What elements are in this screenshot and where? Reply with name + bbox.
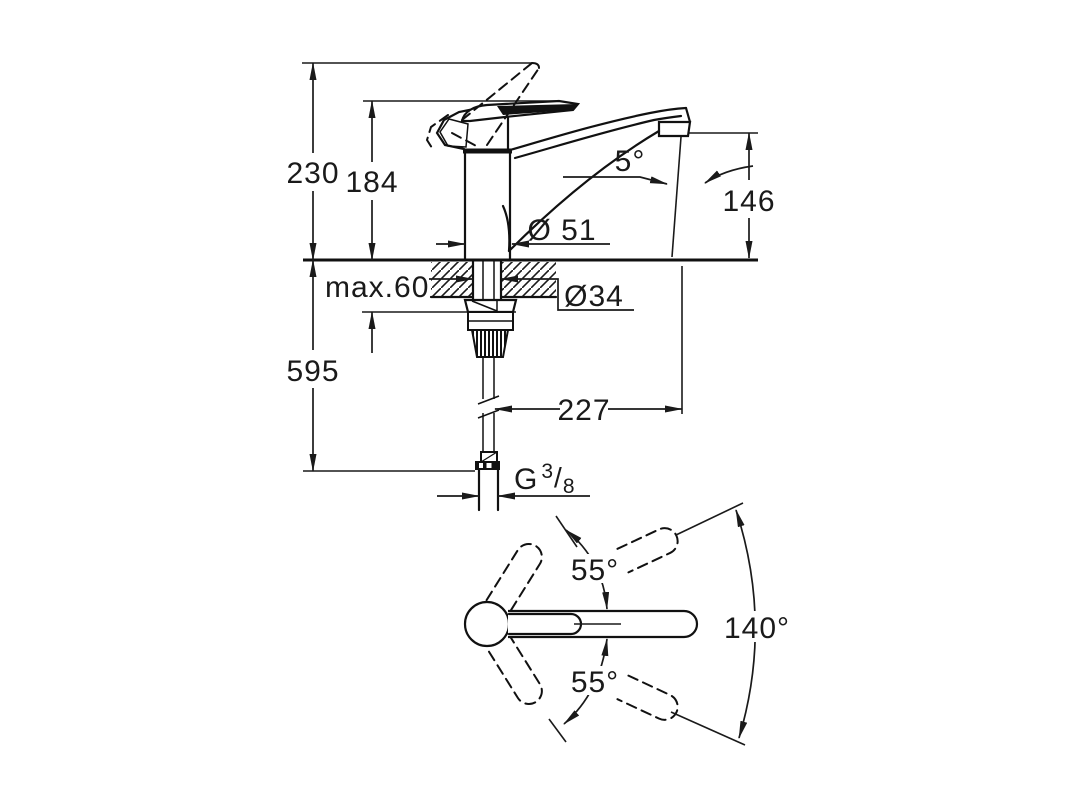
dim-line-d34-leader <box>500 275 634 311</box>
lever-raised-dashed-tip <box>531 62 540 69</box>
thread-prefix: G <box>514 463 538 496</box>
thread-numerator: 3 <box>541 460 554 483</box>
spout-underside-curve <box>507 129 661 253</box>
label-swivel-total: 140° <box>724 612 790 645</box>
arc-140-top-leader <box>675 502 744 536</box>
lever-raised-dashed-upper <box>461 62 533 121</box>
label-bg-184 <box>349 162 395 200</box>
spout-position-upper-right-dashed <box>616 527 679 574</box>
label-swivel-lower: 55° <box>571 666 619 699</box>
label-stream-angle: 5° <box>615 145 646 178</box>
arc-140-bottom-leader <box>670 711 746 746</box>
lever-dome-facets <box>439 118 469 148</box>
label-hose-length: 595 <box>286 355 339 388</box>
spout-aerator <box>657 120 692 138</box>
lever-raised-dashed-lower <box>486 67 540 146</box>
label-bg-230 <box>290 153 336 191</box>
label-hole-diameter: Ø34 <box>564 280 624 313</box>
supply-hose-mid <box>482 357 495 399</box>
thread-slash: / <box>554 462 563 493</box>
spout-position-lower-right-dashed <box>616 674 679 721</box>
label-bg-55-lower <box>572 666 619 695</box>
water-stream-line <box>671 136 682 258</box>
top-view: 55° 55° 140° <box>463 502 790 746</box>
supply-hose-lower <box>482 413 495 452</box>
label-max-counter-thickness: max.60 <box>325 271 429 304</box>
label-spout-height: 146 <box>722 185 775 218</box>
spout-inner-curve <box>513 114 683 160</box>
label-bg-227 <box>560 394 608 424</box>
label-base-diameter: Ø 51 <box>527 214 596 247</box>
label-swivel-upper: 55° <box>571 554 619 587</box>
spout-base-ball <box>463 600 511 648</box>
lever-raised-dashed-inner <box>451 132 481 149</box>
arc-55-lower-stub <box>548 718 567 743</box>
thread-tube <box>477 468 500 512</box>
dim-line-5deg-left-leader <box>563 176 668 185</box>
hose-end-fitting-detail <box>480 451 498 463</box>
spout-tip-face <box>684 106 692 124</box>
arc-55-upper-stub <box>555 515 578 548</box>
spout-root-fillet <box>501 204 511 253</box>
knurled-nut <box>470 329 510 358</box>
label-body-height: 184 <box>345 166 398 199</box>
supply-hose-upper <box>482 260 495 300</box>
spout-position-upper-left-dashed <box>485 543 543 615</box>
mounting-shank <box>471 258 503 302</box>
label-bg-55-upper <box>572 554 619 583</box>
hose-break-symbol <box>477 395 500 419</box>
mounting-washer-detail <box>471 300 498 312</box>
label-bg-595 <box>290 350 336 388</box>
lever-blade-edge-fill <box>497 104 577 115</box>
thread-nut-slot-right <box>486 463 492 468</box>
label-bg-140 <box>727 611 788 642</box>
lever-raised-dashed-base <box>425 114 449 152</box>
label-overall-height: 230 <box>286 157 339 190</box>
thread-denominator: 8 <box>563 475 576 498</box>
thread-nut-slot-left <box>479 463 483 468</box>
spout-position-lower-left-dashed <box>485 633 543 705</box>
label-bg-146 <box>726 180 772 218</box>
label-spout-reach: 227 <box>557 394 610 427</box>
side-view: 230 184 595 146 max.60 Ø 51 Ø34 5° 227 G… <box>286 62 775 512</box>
spout-top-curve <box>508 106 688 152</box>
dim-line-5deg-right-leader <box>704 165 754 184</box>
